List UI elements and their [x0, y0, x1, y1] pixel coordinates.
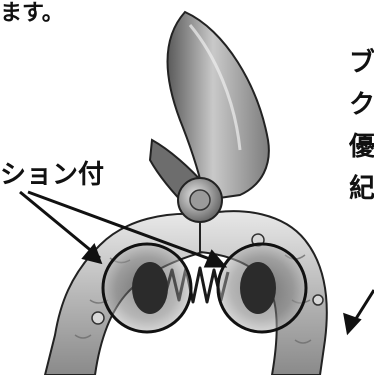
- right-callout-text: ブ ク 優 紀: [349, 42, 374, 210]
- cushion-callout-label: ション付: [0, 162, 104, 188]
- caption-top-text: ます。: [0, 3, 64, 25]
- right-callout-char: ク: [349, 84, 374, 126]
- right-callout-char: ブ: [349, 42, 374, 84]
- right-callout-arrow: [345, 290, 374, 332]
- right-callout-char: 優: [349, 126, 374, 168]
- right-callout-char: 紀: [349, 168, 374, 210]
